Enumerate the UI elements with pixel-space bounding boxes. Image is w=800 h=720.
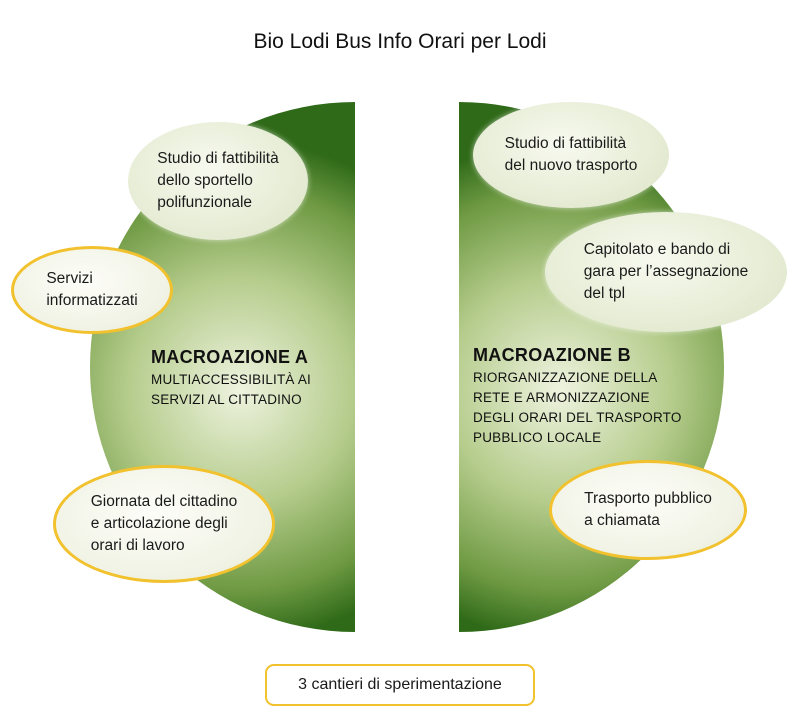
macroazione-a-subtitle-line: MULTIACCESSIBILITÀ AI	[151, 372, 311, 387]
macroazione-b-subtitle-line: PUBBLICO LOCALE	[473, 430, 602, 445]
item-studio-sportello: Studio di fattibilità dello sportello po…	[128, 122, 308, 240]
item-servizi-informatizzati: Servizi informatizzati	[11, 246, 173, 334]
footer-cantieri-box: 3 cantieri di sperimentazione	[265, 664, 535, 706]
macroazione-b-label: MACROAZIONE B RIORGANIZZAZIONE DELLA RET…	[473, 345, 682, 448]
macroazione-b-heading: MACROAZIONE B	[473, 345, 631, 365]
macroazione-a-label: MACROAZIONE A MULTIACCESSIBILITÀ AI SERV…	[151, 347, 311, 410]
diagram-title: Bio Lodi Bus Info Orari per Lodi	[253, 30, 547, 53]
macroazione-b-subtitle-line: DEGLI ORARI DEL TRASPORTO	[473, 410, 682, 425]
macroazione-a-heading: MACROAZIONE A	[151, 347, 309, 367]
item-capitolato-bando: Capitolato e bando di gara per l’assegna…	[545, 212, 787, 332]
macroazione-b-subtitle-line: RIORGANIZZAZIONE DELLA	[473, 370, 658, 385]
item-trasporto-chiamata: Trasporto pubblico a chiamata	[549, 460, 747, 560]
macroazione-b-subtitle-line: RETE E ARMONIZZAZIONE	[473, 390, 650, 405]
footer-cantieri-label: 3 cantieri di sperimentazione	[298, 676, 502, 693]
macroazione-a-subtitle-line: SERVIZI AL CITTADINO	[151, 392, 302, 407]
item-studio-trasporto: Studio di fattibilità del nuovo trasport…	[473, 102, 669, 208]
item-giornata-cittadino: Giornata del cittadino e articolazione d…	[53, 465, 275, 583]
